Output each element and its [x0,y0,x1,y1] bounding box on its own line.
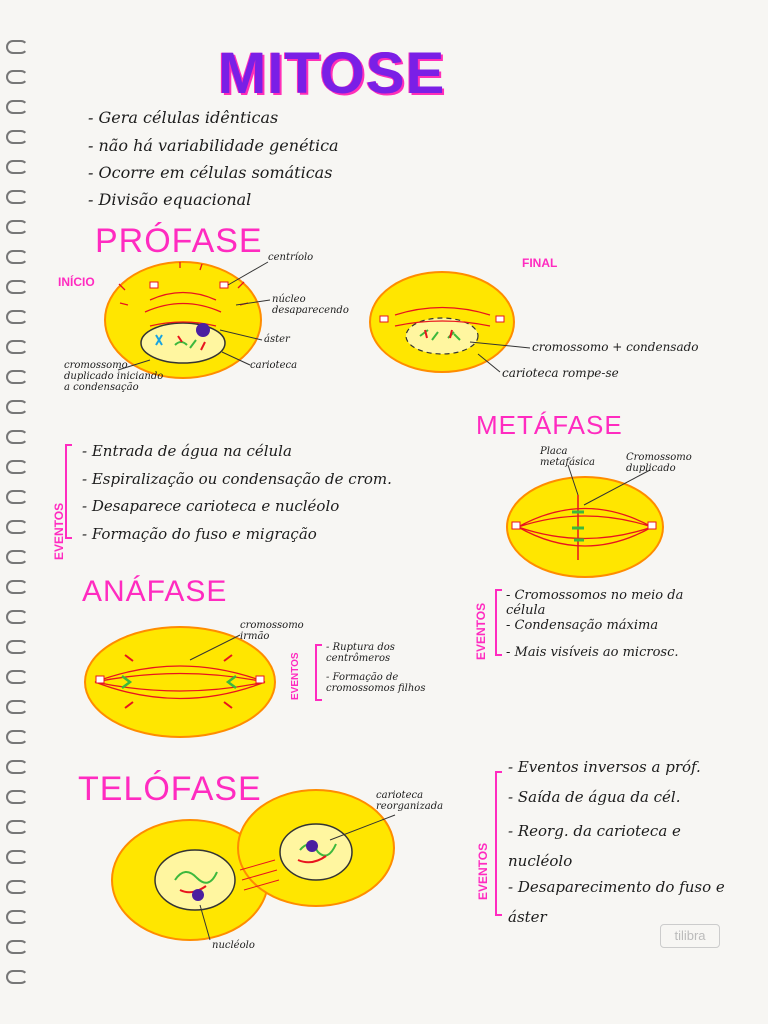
profase-evento: - Espiralização ou condensação de crom. [82,470,392,488]
telofase-cells [111,789,395,941]
anafase-eventos-label: EVENTOS [290,652,301,700]
final-label: FINAL [522,256,558,270]
tilibra-logo: tilibra [660,924,720,948]
page-title: MITOSE [218,41,446,106]
label-carioteca-reorganizada: carioteca reorganizada [376,790,444,812]
label-aster: áster [264,334,290,345]
intro-item: - Gera células idênticas [88,108,279,127]
label-final-cromossomo: cromossomo + condensado [532,340,699,354]
profase-evento: - Entrada de água na célula [82,442,292,460]
telofase-evento: - Saída de água da cél. [508,788,681,806]
label-metafase-cromossomo: Cromossomo duplicado [626,452,692,474]
label-carioteca: carioteca [250,360,298,371]
inicio-label: INÍCIO [58,275,95,289]
metafase-cell [506,476,664,578]
anafase-evento: - Ruptura dos centrômeros [326,642,395,664]
anafase-cell [84,626,276,738]
intro-item: - Divisão equacional [88,190,252,209]
telofase-title: TELÓFASE [78,770,262,808]
label-nucleo: núcleo desaparecendo [272,294,349,316]
anafase-evento: - Formação de cromossomos filhos [326,672,426,694]
intro-item: - não há variabilidade genética [88,136,339,155]
label-cromossomo-irmao: cromossomo irmão [240,620,304,642]
telofase-evento: - Eventos inversos a próf. [508,758,701,776]
label-cromossomo: cromossomo duplicado iniciando a condens… [64,360,164,393]
metafase-title: METÁFASE [476,410,623,440]
notebook-spiral [0,0,30,1024]
label-final-carioteca: carioteca rompe-se [502,366,619,380]
pointer-lines [117,261,651,941]
label-placa: Placa metafásica [540,446,595,468]
telofase-eventos-label: EVENTOS [476,842,490,900]
metafase-evento: - Cromossomos no meio da célula [506,588,684,618]
profase-evento: - Formação do fuso e migração [82,525,317,543]
metafase-evento: - Mais visíveis ao microsc. [506,645,679,660]
anafase-title: ANÁFASE [82,575,228,608]
telofase-evento: - Reorg. da carioteca e nucléolo [508,822,681,870]
telofase-evento: - Desaparecimento do fuso e áster [508,878,725,926]
profase-evento: - Desaparece carioteca e nucléolo [82,497,340,515]
profase-final-cell [369,271,515,373]
intro-item: - Ocorre em células somáticas [88,163,333,182]
profase-eventos-label: EVENTOS [52,502,66,560]
metafase-eventos-label: EVENTOS [474,602,488,660]
label-centriolo: centríolo [268,252,314,263]
metafase-evento: - Condensação máxima [506,618,659,633]
profase-title: PRÓFASE [95,222,263,260]
label-nucleolo: nucléolo [212,940,255,951]
